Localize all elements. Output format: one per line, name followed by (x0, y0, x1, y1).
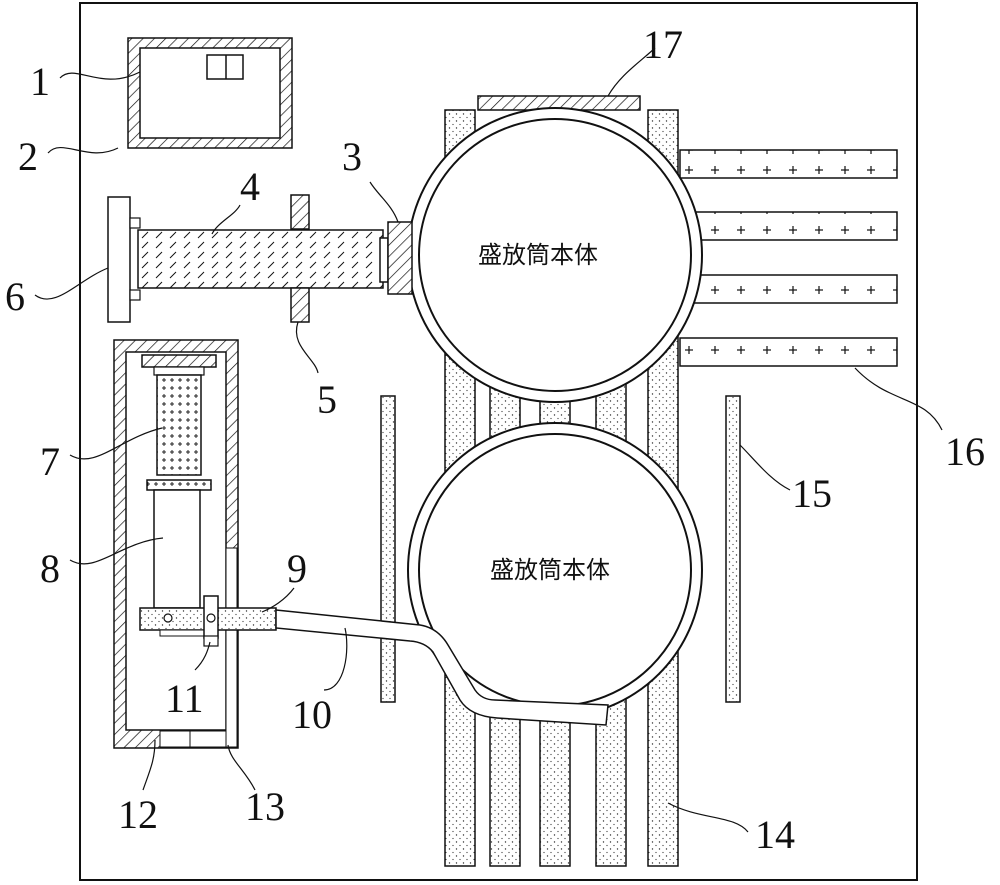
side-rod-right (725, 395, 741, 703)
label-17: 17 (643, 22, 683, 67)
clamp-block (387, 221, 413, 295)
label-8: 8 (40, 546, 60, 591)
label-12: 12 (118, 792, 158, 837)
label-3: 3 (342, 134, 362, 179)
side-rod-left (380, 395, 396, 703)
control-box (127, 37, 293, 149)
support-block-bottom (290, 287, 310, 323)
support-block-top (290, 194, 310, 230)
label-11: 11 (165, 676, 204, 721)
label-13: 13 (245, 784, 285, 829)
end-plate (107, 196, 131, 323)
container-top (407, 107, 703, 403)
label-5: 5 (317, 377, 337, 422)
label-14: 14 (755, 812, 795, 857)
label-15: 15 (792, 471, 832, 516)
container-label-top: 盛放筒本体 (478, 241, 598, 269)
label-7: 7 (40, 439, 60, 484)
container-label-bottom: 盛放筒本体 (490, 556, 610, 584)
pipe (275, 609, 609, 726)
label-4: 4 (240, 164, 260, 209)
bolt (203, 635, 219, 647)
label-9: 9 (287, 546, 307, 591)
leader-lines (34, 47, 943, 833)
label-6: 6 (5, 274, 25, 319)
label-1: 1 (30, 59, 50, 104)
label-16: 16 (945, 429, 985, 474)
container-bottom (407, 422, 703, 718)
label-10: 10 (292, 692, 332, 737)
heating-plates (679, 149, 898, 367)
base-frame (79, 2, 918, 881)
label-2: 2 (18, 134, 38, 179)
telescopic-rod (137, 229, 384, 289)
cylinder (153, 489, 201, 609)
